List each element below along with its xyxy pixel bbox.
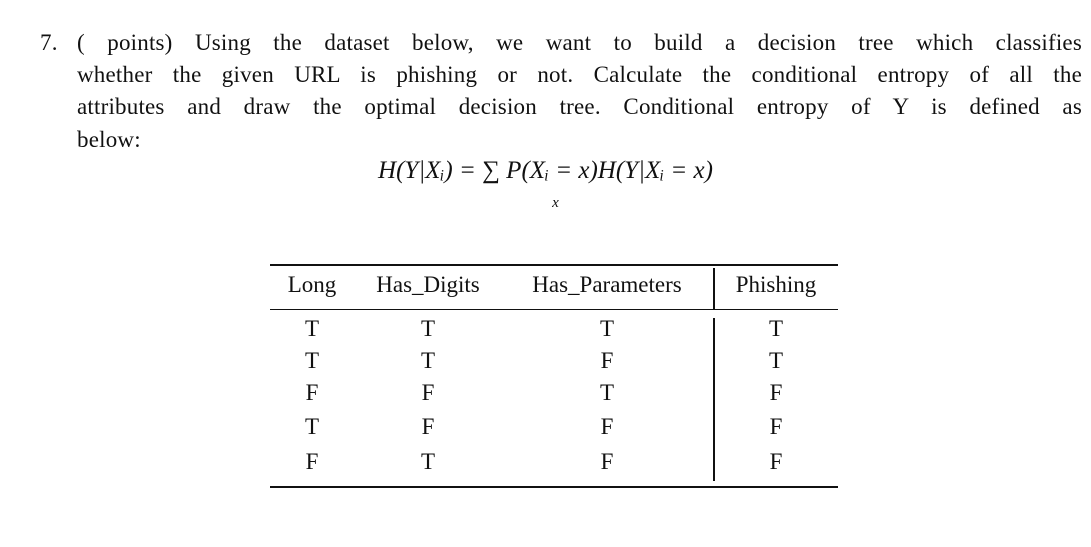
table-header: Has_Parameters — [532, 272, 682, 297]
table-cell: T — [304, 316, 320, 341]
table-cell: F — [421, 380, 435, 405]
table-cell: F — [600, 414, 614, 439]
formula-sum-subscript: x — [552, 195, 559, 211]
table-body-divider — [713, 318, 715, 481]
table-top-rule — [270, 264, 838, 266]
table-cell: T — [304, 414, 320, 439]
table-cell: F — [305, 380, 319, 405]
table-cell: T — [768, 316, 784, 341]
table-header-rule — [270, 309, 838, 310]
conditional-entropy-formula: H(Y|Xᵢ) = ∑ P(Xᵢ = x)H(Y|Xᵢ = x) — [378, 157, 713, 184]
table-cell: F — [769, 449, 783, 474]
question-text-line-3: attributes and draw the optimal decision… — [77, 94, 1082, 119]
table-cell: T — [420, 449, 436, 474]
table-cell: F — [769, 380, 783, 405]
table-cell: F — [600, 449, 614, 474]
question-text-line-2: whether the given URL is phishing or not… — [77, 62, 1082, 87]
question-text-line-1: ( points) Using the dataset below, we wa… — [77, 30, 1082, 55]
table-cell: F — [305, 449, 319, 474]
table-header: Long — [287, 272, 337, 297]
question-number: 7. — [40, 30, 58, 55]
table-cell: T — [768, 348, 784, 373]
table-header: Has_Digits — [376, 272, 480, 297]
question-text-line-4: below: — [77, 127, 141, 152]
table-header-divider — [713, 268, 715, 309]
table-cell: F — [769, 414, 783, 439]
table-cell: T — [599, 380, 615, 405]
table-cell: F — [600, 348, 614, 373]
table-bottom-rule — [270, 486, 838, 488]
table-cell: F — [421, 414, 435, 439]
table-header: Phishing — [735, 272, 817, 297]
table-cell: T — [420, 316, 436, 341]
table-cell: T — [599, 316, 615, 341]
table-cell: T — [304, 348, 320, 373]
table-cell: T — [420, 348, 436, 373]
